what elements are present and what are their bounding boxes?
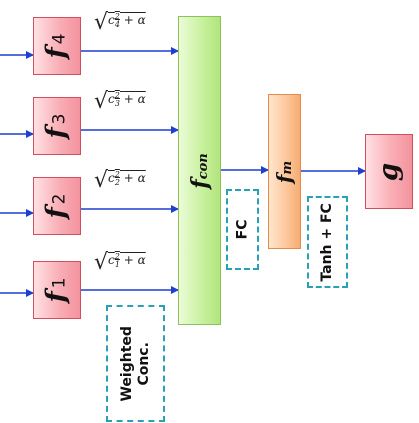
- f4-block: f4: [33, 17, 81, 75]
- weighted-conc-line-1: Weighted: [118, 325, 135, 402]
- weighted-conc-line-2: Conc.: [135, 341, 152, 386]
- weight-formula-4: √c24 + α: [94, 10, 146, 35]
- fcon-block: fcon: [178, 16, 221, 325]
- g-block: g: [365, 134, 413, 209]
- weighted-conc-annotation: Weighted Conc.: [106, 305, 165, 422]
- tanh-fc-annotation: Tanh + FC: [307, 196, 348, 288]
- f1-block: f1: [33, 261, 81, 319]
- weight-formula-3: √c23 + α: [94, 89, 146, 114]
- f2-block: f2: [33, 177, 81, 235]
- f3-block: f3: [33, 97, 81, 155]
- weight-formula-2: √c22 + α: [94, 168, 146, 193]
- weight-formula-1: √c21 + α: [94, 250, 146, 275]
- fc-annotation: FC: [226, 189, 259, 270]
- fm-block: fm: [268, 94, 301, 249]
